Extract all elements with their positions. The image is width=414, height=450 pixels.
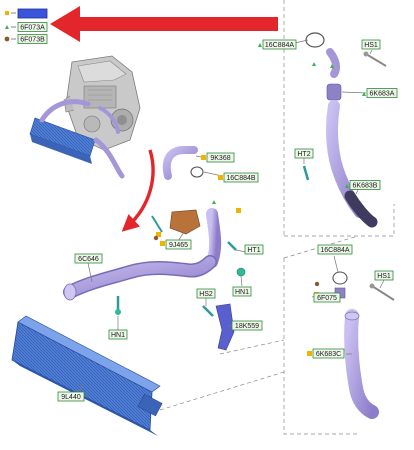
- label-16C884B[interactable]: [223, 172, 259, 183]
- label-text: 6K683A: [370, 91, 395, 98]
- label-9J465[interactable]: [165, 239, 192, 250]
- pin-icon: [151, 215, 163, 233]
- screw-hs1-icon: [371, 285, 395, 301]
- triangle-green-icon: [345, 184, 349, 188]
- label-9L440[interactable]: [57, 391, 85, 402]
- label-text: HS1: [364, 42, 378, 49]
- label-6K683C[interactable]: [312, 348, 345, 359]
- hose-9K368-image: [162, 146, 198, 180]
- label-6K683A[interactable]: [366, 88, 398, 98]
- label-text: 16C884A: [265, 42, 295, 49]
- label-text: 6K683C: [316, 351, 341, 358]
- label-18K559[interactable]: [231, 320, 263, 331]
- square-yellow-icon: [307, 351, 312, 356]
- label-HN1-low[interactable]: [108, 329, 128, 340]
- label-6F075[interactable]: [313, 292, 341, 303]
- bracket-18K559-image: [215, 303, 235, 351]
- selected-part-label[interactable]: [17, 8, 48, 19]
- square-yellow-icon: [236, 208, 241, 213]
- label-16C884A-top[interactable]: [262, 39, 297, 50]
- label-HS2[interactable]: [196, 288, 216, 299]
- intercooler-9L440-image: [11, 315, 163, 436]
- square-yellow-icon: [156, 232, 161, 237]
- legend: 6F073A 6F073B: [4, 8, 48, 44]
- label-16C884A-low[interactable]: [317, 244, 353, 255]
- circle-brown-icon: [4, 36, 10, 42]
- clamp-16C884A-icon: [332, 271, 348, 285]
- sensor-tip-icon: [115, 309, 121, 315]
- circle-brown-icon: [314, 281, 320, 287]
- label-6C646[interactable]: [74, 253, 103, 264]
- coupling-6K683B-image: [344, 190, 378, 228]
- screw-head-icon: [369, 283, 375, 289]
- label-HS1-low[interactable]: [374, 270, 394, 281]
- fastener-ht2-icon: [302, 165, 310, 181]
- triangle-green-icon: [5, 25, 9, 29]
- tube-6K683C-image: [344, 309, 379, 419]
- square-yellow-icon: [160, 241, 165, 246]
- label-text: HN1: [111, 332, 125, 339]
- label-text: HS2: [199, 291, 213, 298]
- charge-pipe-6C646-image: [64, 256, 216, 298]
- label-9K368[interactable]: [206, 152, 235, 163]
- label-text: 9J465: [169, 242, 188, 249]
- label-text: 6F075: [317, 295, 337, 302]
- triangle-green-icon: [312, 62, 316, 66]
- label-HT1[interactable]: [244, 244, 264, 255]
- label-text: 16C884A: [320, 247, 350, 254]
- part-labels: 16C884A HS1 6K683A HT2 6K683B 9K368 16C8…: [57, 39, 398, 402]
- square-yellow-icon: [201, 155, 206, 160]
- bolt-hs2-icon: [202, 305, 214, 317]
- nut-hn1-icon: [236, 267, 246, 277]
- screw-hs1-icon: [365, 53, 387, 67]
- upper-elbow-pipe-image: [326, 48, 341, 78]
- label-text: HT1: [247, 247, 260, 254]
- label-text: 9K368: [210, 155, 230, 162]
- label-HN1-mid[interactable]: [232, 286, 252, 297]
- red-curved-arrow-icon: [121, 149, 155, 232]
- throttle-elbow-image: [206, 208, 222, 268]
- circle-brown-icon: [153, 235, 159, 241]
- red-arrows: [50, 6, 278, 232]
- red-pointer-arrow-icon: [50, 6, 278, 42]
- legend-label-6F073A[interactable]: [17, 22, 48, 32]
- legend-label-6F073B[interactable]: [17, 34, 48, 44]
- label-text: 18K559: [235, 323, 259, 330]
- label-text: HN1: [235, 289, 249, 296]
- fastener-ht1-icon: [227, 241, 237, 251]
- clamp-16C884B-icon: [190, 166, 204, 178]
- label-text: 6K683B: [353, 183, 378, 190]
- screw-head-icon: [363, 51, 369, 57]
- label-text: 6C646: [78, 256, 99, 263]
- label-text: HS1: [377, 273, 391, 280]
- pipe-end-icon: [63, 283, 77, 301]
- label-6K683B[interactable]: [349, 180, 381, 190]
- dashed-connector-lines: [159, 0, 395, 435]
- label-text: 9L440: [61, 394, 81, 401]
- legend-text-6F073B: 6F073B: [20, 37, 45, 44]
- engine-block-image: [63, 55, 141, 151]
- intercooler-thumbnail-image: [29, 99, 125, 179]
- triangle-green-icon: [362, 92, 366, 96]
- triangle-green-icon: [330, 64, 334, 68]
- clamp-ring-icon: [305, 32, 325, 48]
- label-text: 16C884B: [226, 175, 256, 182]
- coupling-6K683A-image: [326, 83, 342, 101]
- pipe-end-icon: [344, 311, 360, 321]
- legend-square-yellow-icon: [5, 11, 9, 15]
- square-yellow-icon: [218, 175, 223, 180]
- label-HT2[interactable]: [294, 148, 314, 159]
- triangle-green-icon: [258, 43, 262, 47]
- triangle-green-icon: [212, 200, 216, 204]
- label-HS1-top[interactable]: [361, 39, 381, 50]
- label-text: HT2: [297, 151, 310, 158]
- bracket-9J465-image: [169, 209, 201, 235]
- legend-text-6F073A: 6F073A: [20, 25, 45, 32]
